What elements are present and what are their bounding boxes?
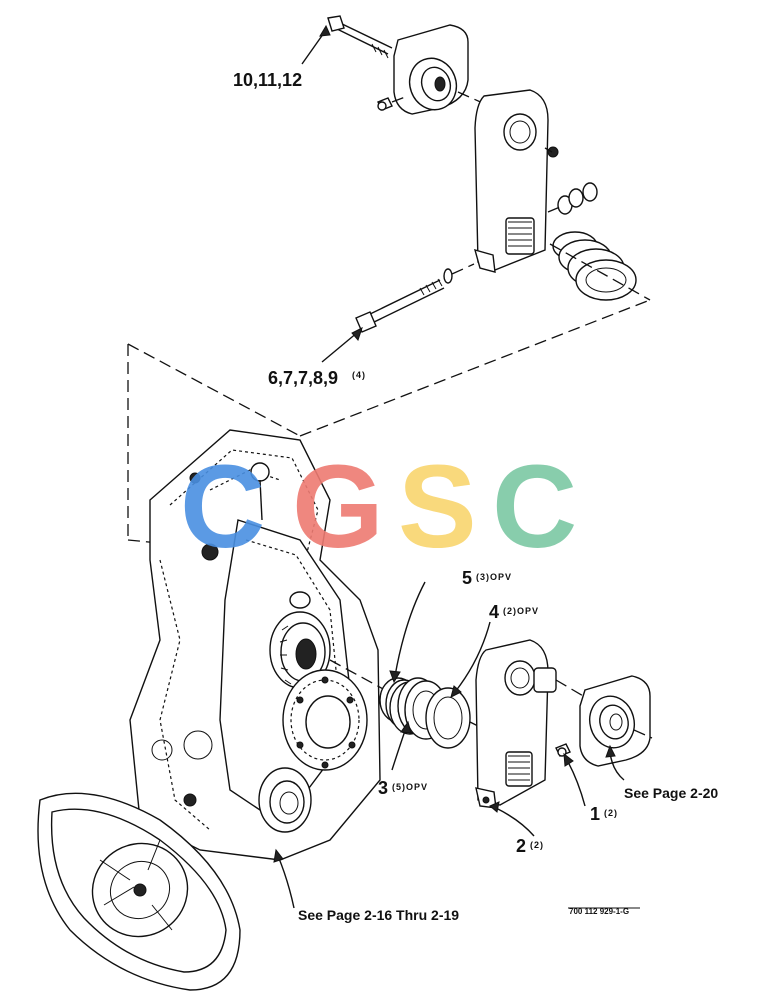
upper-nuts-washers <box>547 182 598 215</box>
watermark-letter-s: S <box>398 441 477 573</box>
grease-fitting-part-1 <box>555 743 571 757</box>
callout-5-qty: (3)OPV <box>476 572 512 582</box>
watermark-letter-g: G <box>292 441 384 573</box>
reference-page-2-16-2-19: See Page 2-16 Thru 2-19 <box>298 907 459 923</box>
callout-6-9-qty: (4) <box>352 370 366 380</box>
callout-1-qty: (2) <box>604 808 618 818</box>
housing-bearing-flange <box>282 669 368 771</box>
lower-arm-part-2 <box>475 639 591 809</box>
upper-bearing-flange <box>393 24 486 115</box>
reference-page-2-20: See Page 2-20 <box>624 785 718 801</box>
drive-pulley <box>37 792 241 991</box>
watermark-letter-c2: C <box>492 441 577 573</box>
watermark-letter-c1: C <box>180 441 265 573</box>
callout-2: 2 <box>516 836 526 856</box>
callout-3: 3 <box>378 778 388 798</box>
callout-3-qty: (5)OPV <box>392 782 428 792</box>
callout-5: 5 <box>462 568 472 588</box>
upper-bolt-10-11-12 <box>327 15 393 59</box>
upper-arm <box>473 89 559 273</box>
callout-10-11-12: 10,11,12 <box>233 70 302 90</box>
lower-bearing-flange <box>579 675 653 767</box>
callout-2-qty: (2) <box>530 840 544 850</box>
grease-fitting-upper <box>377 95 409 111</box>
output-spline-shaft <box>269 591 386 691</box>
callout-6-9: 6,7,7,8,9 <box>268 368 338 388</box>
callout-4: 4 <box>489 602 499 622</box>
callout-4-qty: (2)OPV <box>503 606 539 616</box>
lower-bearing <box>258 767 312 833</box>
callout-1: 1 <box>590 804 600 824</box>
callout-labels: 10,11,12 6,7,7,8,9 (4) 5 (3)OPV 4 (2)OPV… <box>233 70 718 923</box>
leader-lines <box>273 24 625 909</box>
drawing-number: 700 112 929-1-G <box>569 907 629 916</box>
long-bolt-6-9 <box>355 263 475 333</box>
upper-spring <box>549 231 651 301</box>
watermark-logo: C G S C <box>180 441 577 573</box>
